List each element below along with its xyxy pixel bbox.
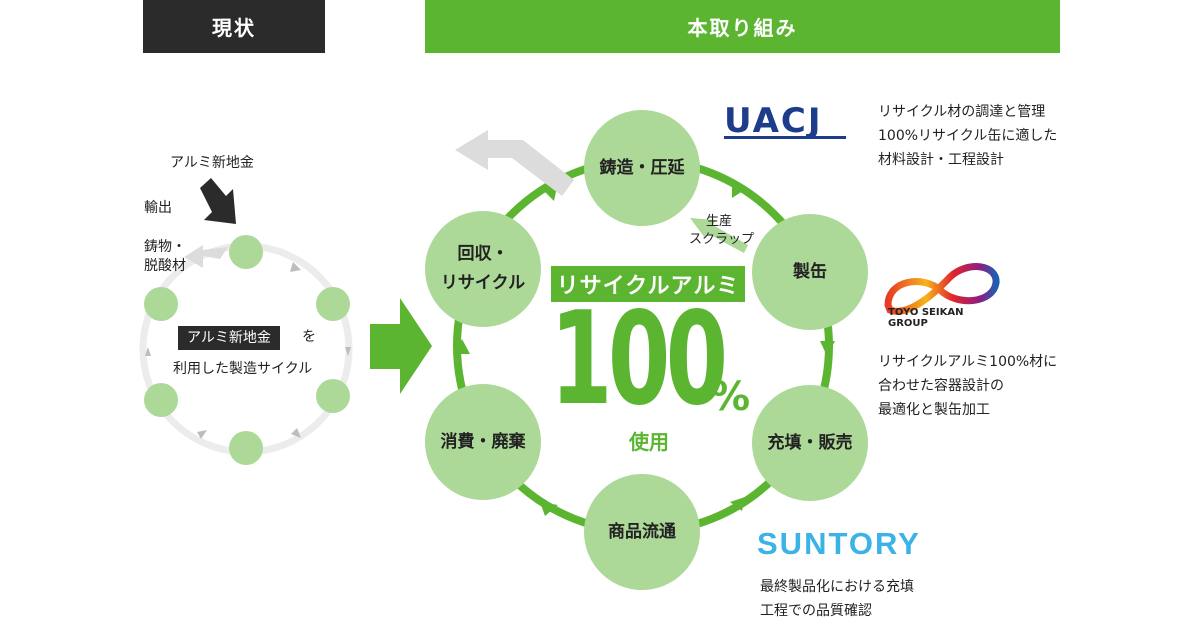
node-filling-label: 充填・販売 <box>767 432 853 453</box>
export-label: 輸出 <box>144 200 172 216</box>
node-cans: 製缶 <box>752 214 868 330</box>
node-distribution-label: 商品流通 <box>608 521 676 542</box>
new-metal-label: アルミ新地金 <box>170 155 254 171</box>
use-label: 使用 <box>629 430 669 454</box>
suntory-desc-2: 工程での品質確認 <box>760 603 872 619</box>
node-casting: 鋳造・圧延 <box>584 110 700 226</box>
toyo-desc-2: 合わせた容器設計の <box>878 378 1004 394</box>
node-disposal-label: 消費・廃棄 <box>440 431 526 452</box>
current-header: 現状 <box>143 0 325 53</box>
node-cans-label: 製缶 <box>793 261 827 282</box>
left-cycle-caption: 利用した製造サイクル <box>173 361 313 377</box>
uacj-desc-3: 材料設計・工程設計 <box>878 152 1004 168</box>
main-cycle-arrows <box>455 182 835 516</box>
node-casting-label: 鋳造・圧延 <box>599 157 685 178</box>
transition-arrow <box>370 298 432 394</box>
left-cycle-nodes <box>144 235 350 465</box>
toyo-logo-text-2: GROUP <box>888 318 928 329</box>
suntory-desc-1: 最終製品化における充填 <box>760 579 914 595</box>
node-disposal: 消費・廃棄 <box>425 384 541 500</box>
initiative-header: 本取り組み <box>425 0 1060 53</box>
node-recycle-label-2: リサイクル <box>440 273 526 293</box>
left-cycle-arrows <box>145 262 351 439</box>
scrap-label-1: 生産 <box>706 214 733 229</box>
toyo-desc-3: 最適化と製缶加工 <box>878 402 990 418</box>
uacj-logo-text: UACJ <box>724 104 822 140</box>
node-recycle-label-1: 回収・ <box>457 244 509 264</box>
uacj-desc-2: 100%リサイクル缶に適した <box>878 128 1058 144</box>
export-arrow <box>184 245 228 268</box>
suntory-logo: SUNTORY <box>757 526 921 561</box>
hundred-number: 100 <box>550 285 728 434</box>
toyo-logo-text-1: TOYO SEIKAN <box>888 307 964 318</box>
uacj-logo: UACJ <box>724 104 846 140</box>
toyo-desc-1: リサイクルアルミ100%材に <box>878 354 1058 370</box>
casting-material-label: 鋳物・ <box>144 239 186 255</box>
new-metal-chip: アルミ新地金 <box>178 326 280 350</box>
recycle-exit-arrow <box>455 130 574 196</box>
node-recycle: 回収・ リサイクル <box>425 211 541 327</box>
chip-suffix: を <box>302 329 316 345</box>
new-metal-arrow <box>200 178 236 224</box>
node-distribution: 商品流通 <box>584 474 700 590</box>
node-filling: 充填・販売 <box>752 385 868 501</box>
recycled-aluminum-band: リサイクルアルミ <box>551 266 745 302</box>
toyo-seikan-logo <box>884 263 1000 315</box>
scrap-label-2: スクラップ <box>689 232 755 247</box>
deoxidizer-label: 脱酸材 <box>144 258 186 274</box>
scrap-arrow <box>690 218 748 253</box>
percent-sign: % <box>710 374 751 420</box>
uacj-desc-1: リサイクル材の調達と管理 <box>878 104 1046 120</box>
